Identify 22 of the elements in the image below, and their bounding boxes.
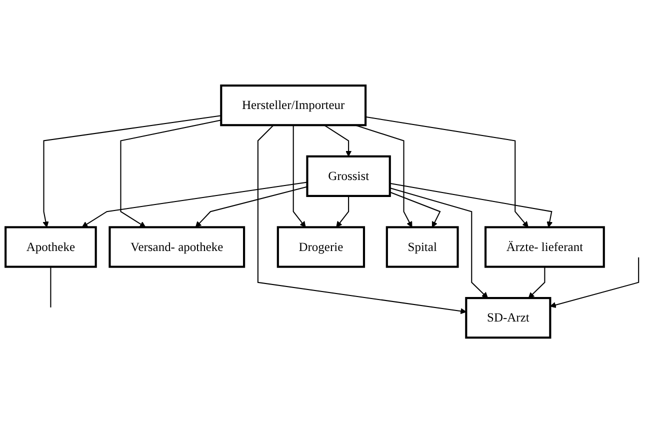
arrow xyxy=(195,186,308,228)
node-box: Hersteller/Importeur xyxy=(220,84,367,127)
node-box: Versand- apotheke xyxy=(108,226,246,268)
node-box: Apotheke xyxy=(4,226,97,268)
arrow xyxy=(336,196,350,228)
arrow xyxy=(292,126,306,228)
arrow xyxy=(390,192,441,228)
arrow xyxy=(365,116,528,228)
node-box: Spital xyxy=(386,226,459,268)
node-box: SD-Arzt xyxy=(465,297,552,340)
arrow xyxy=(120,120,222,228)
connector xyxy=(50,267,52,308)
arrow xyxy=(257,125,466,315)
arrow xyxy=(42,115,222,228)
node-box: Ärzte- lieferant xyxy=(484,226,605,268)
arrow xyxy=(82,182,308,228)
arrow xyxy=(390,183,553,228)
arrow xyxy=(528,267,546,299)
arrow xyxy=(550,258,640,308)
node-box: Drogerie xyxy=(276,226,366,268)
node-box: Grossist xyxy=(306,156,391,198)
arrow xyxy=(390,188,488,299)
